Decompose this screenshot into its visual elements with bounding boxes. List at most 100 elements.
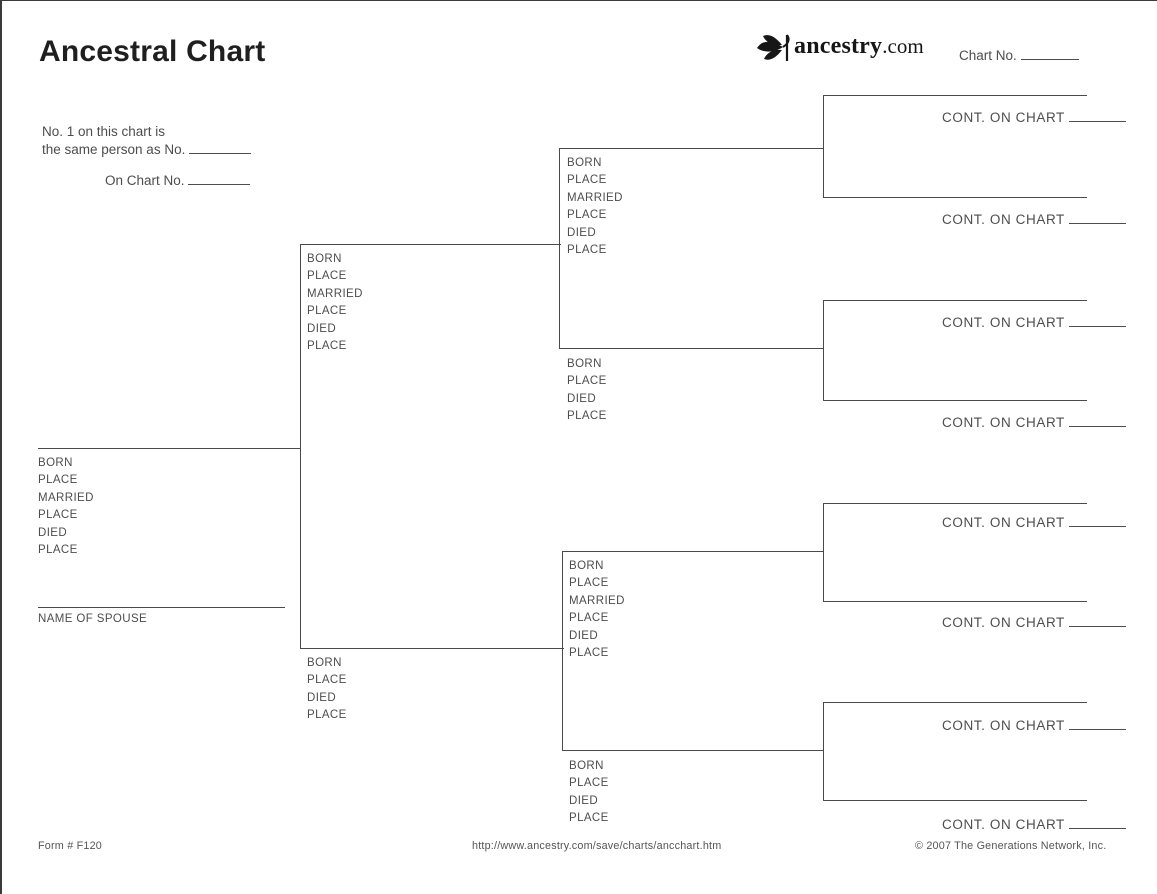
chart-no-label: Chart No. [959,48,1017,63]
field-label: PLACE [569,577,609,590]
cont-on-chart-1: CONT. ON CHART [942,109,1127,125]
same-person-no-blank[interactable] [189,141,252,154]
father-name-line[interactable] [300,244,561,245]
great-grandparent2-name-line[interactable] [823,197,1087,198]
page-title: Ancestral Chart [39,35,266,68]
field-label: PLACE [307,270,347,283]
field-label: PLACE [307,305,347,318]
field-label: PLACE [38,474,78,487]
cont-on-chart-2: CONT. ON CHART [942,211,1127,227]
on-chart-no-blank[interactable] [188,172,251,185]
field-label: MARRIED [307,287,363,300]
field-label: BORN [569,760,604,772]
field-label: MARRIED [569,594,625,607]
field-label: PLACE [38,509,78,522]
field-label: PLACE [567,244,607,257]
field-label: PLACE [569,612,609,625]
gen4-bracket1-line [823,95,824,198]
maternal-grandfather-name-line[interactable] [562,551,824,552]
gen4-bracket2-line [823,300,824,401]
paternal-grandmother-name-line[interactable] [559,348,824,349]
ancestry-logo: ancestry.com [754,31,924,72]
chart-no-blank[interactable] [1020,47,1079,60]
cont-chart-blank-7[interactable] [1069,717,1127,730]
field-label: DIED [567,226,597,239]
maternal-grandmother-name-line[interactable] [562,750,824,751]
cont-on-chart-7: CONT. ON CHART [942,717,1127,733]
cont-on-chart-5: CONT. ON CHART [942,514,1127,530]
cont-chart-blank-6[interactable] [1069,614,1127,627]
form-number: Form # F120 [38,840,103,852]
gen4-bracket3-line [823,503,824,602]
field-label: MARRIED [38,491,94,504]
great-grandparent1-name-line[interactable] [823,95,1087,96]
spouse-label: NAME OF SPOUSE [38,613,148,625]
note-line-2: the same person as No. [42,141,252,159]
field-label: PLACE [307,340,347,353]
field-label: BORN [307,657,342,669]
cont-chart-blank-5[interactable] [1069,514,1127,527]
gen3-upper-bracket-line [559,148,560,349]
great-grandparent8-name-line[interactable] [823,800,1087,801]
field-label: BORN [38,457,73,469]
field-label: PLACE [567,209,607,222]
field-label: PLACE [567,410,607,423]
spouse-name-line[interactable] [38,607,285,608]
field-label: PLACE [569,812,609,825]
cont-chart-blank-2[interactable] [1069,211,1127,224]
field-label: MARRIED [567,191,623,204]
gen2-bracket-line [300,244,301,649]
paternal-grandfather-field-labels: BORN PLACE MARRIED PLACE DIED PLACE [567,155,623,259]
cont-on-chart-6: CONT. ON CHART [942,614,1127,630]
field-label: DIED [569,794,599,807]
person1-field-labels: BORN PLACE MARRIED PLACE DIED PLACE [38,455,94,559]
great-grandparent3-name-line[interactable] [823,300,1087,301]
cont-chart-blank-4[interactable] [1069,414,1127,427]
field-label: BORN [567,358,602,370]
maternal-grandfather-field-labels: BORN PLACE MARRIED PLACE DIED PLACE [569,558,625,662]
ancestry-leaf-icon [754,31,792,72]
field-label: PLACE [307,709,347,722]
field-label: PLACE [38,544,78,557]
cont-chart-blank-3[interactable] [1069,314,1127,327]
gen3-lower-bracket-line [562,551,563,751]
field-label: DIED [567,392,597,405]
logo-wordmark: ancestry.com [794,31,924,64]
footer-copyright: © 2007 The Generations Network, Inc. [915,840,1107,852]
great-grandparent5-name-line[interactable] [823,503,1087,504]
field-label: DIED [38,526,68,539]
field-label: BORN [567,157,602,169]
gen4-bracket4-line [823,702,824,801]
field-label: DIED [569,629,599,642]
great-grandparent4-name-line[interactable] [823,400,1087,401]
paternal-grandfather-name-line[interactable] [559,148,824,149]
paternal-grandmother-field-labels: BORN PLACE DIED PLACE [567,356,607,426]
cont-on-chart-8: CONT. ON CHART [942,816,1127,832]
cont-on-chart-3: CONT. ON CHART [942,314,1127,330]
footer-url: http://www.ancestry.com/save/charts/ancc… [472,840,722,852]
mother-name-line[interactable] [300,648,564,649]
logo-tld: .com [882,34,924,58]
great-grandparent7-name-line[interactable] [823,702,1087,703]
note-line-3: On Chart No. [105,172,251,190]
note-line-1: No. 1 on this chart is [42,124,166,139]
cont-chart-blank-8[interactable] [1069,816,1127,829]
chart-no-field: Chart No. [959,47,1079,63]
field-label: PLACE [567,375,607,388]
great-grandparent6-name-line[interactable] [823,601,1087,602]
field-label: BORN [569,560,604,572]
field-label: PLACE [569,647,609,660]
person1-name-line[interactable] [38,448,301,449]
father-field-labels: BORN PLACE MARRIED PLACE DIED PLACE [307,251,363,355]
field-label: DIED [307,691,337,704]
maternal-grandmother-field-labels: BORN PLACE DIED PLACE [569,758,609,828]
field-label: PLACE [569,777,609,790]
chart-reference-note: No. 1 on this chart is the same person a… [42,123,252,190]
field-label: BORN [307,253,342,265]
field-label: PLACE [567,174,607,187]
logo-brand: ancestry [794,33,883,59]
field-label: DIED [307,322,337,335]
cont-chart-blank-1[interactable] [1069,109,1127,122]
